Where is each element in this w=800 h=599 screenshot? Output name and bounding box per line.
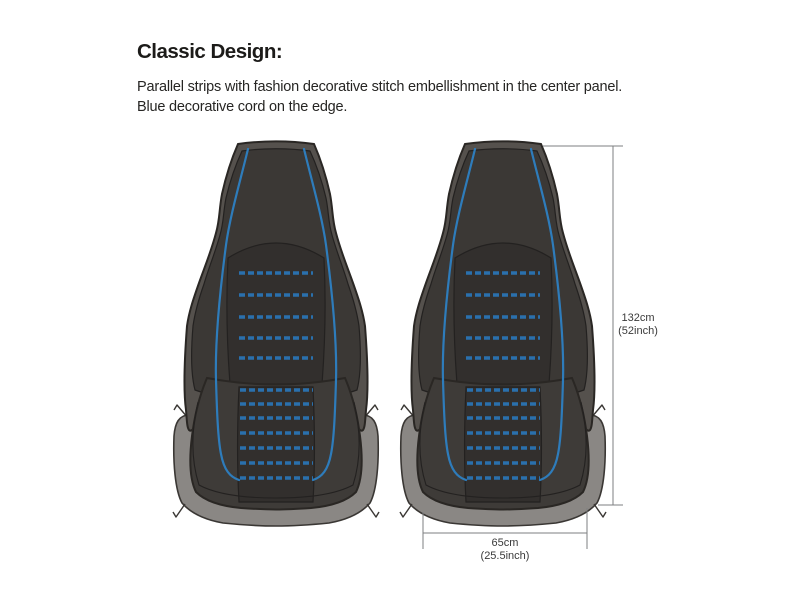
width-inch-value: (25.5inch) <box>480 549 530 562</box>
seat-cover-right <box>398 139 608 528</box>
header-text-block: Classic Design: Parallel strips with fas… <box>137 40 677 117</box>
page-title: Classic Design: <box>137 40 283 63</box>
description-line-1: Parallel strips with fashion decorative … <box>137 79 623 95</box>
width-cm-value: 65cm <box>491 537 519 549</box>
height-inch-value: (52inch) <box>618 324 658 337</box>
product-description: Parallel strips with fashion decorative … <box>137 77 677 117</box>
width-dimension-line <box>422 508 588 549</box>
seat-cover-left <box>171 139 381 528</box>
description-line-2: Blue decorative cord on the edge. <box>137 99 348 115</box>
height-dimension-line <box>543 145 623 506</box>
height-cm-value: 132cm <box>621 312 655 324</box>
height-dimension-label: 132cm (52inch) <box>604 312 672 337</box>
width-dimension-label: 65cm (25.5inch) <box>445 537 565 562</box>
